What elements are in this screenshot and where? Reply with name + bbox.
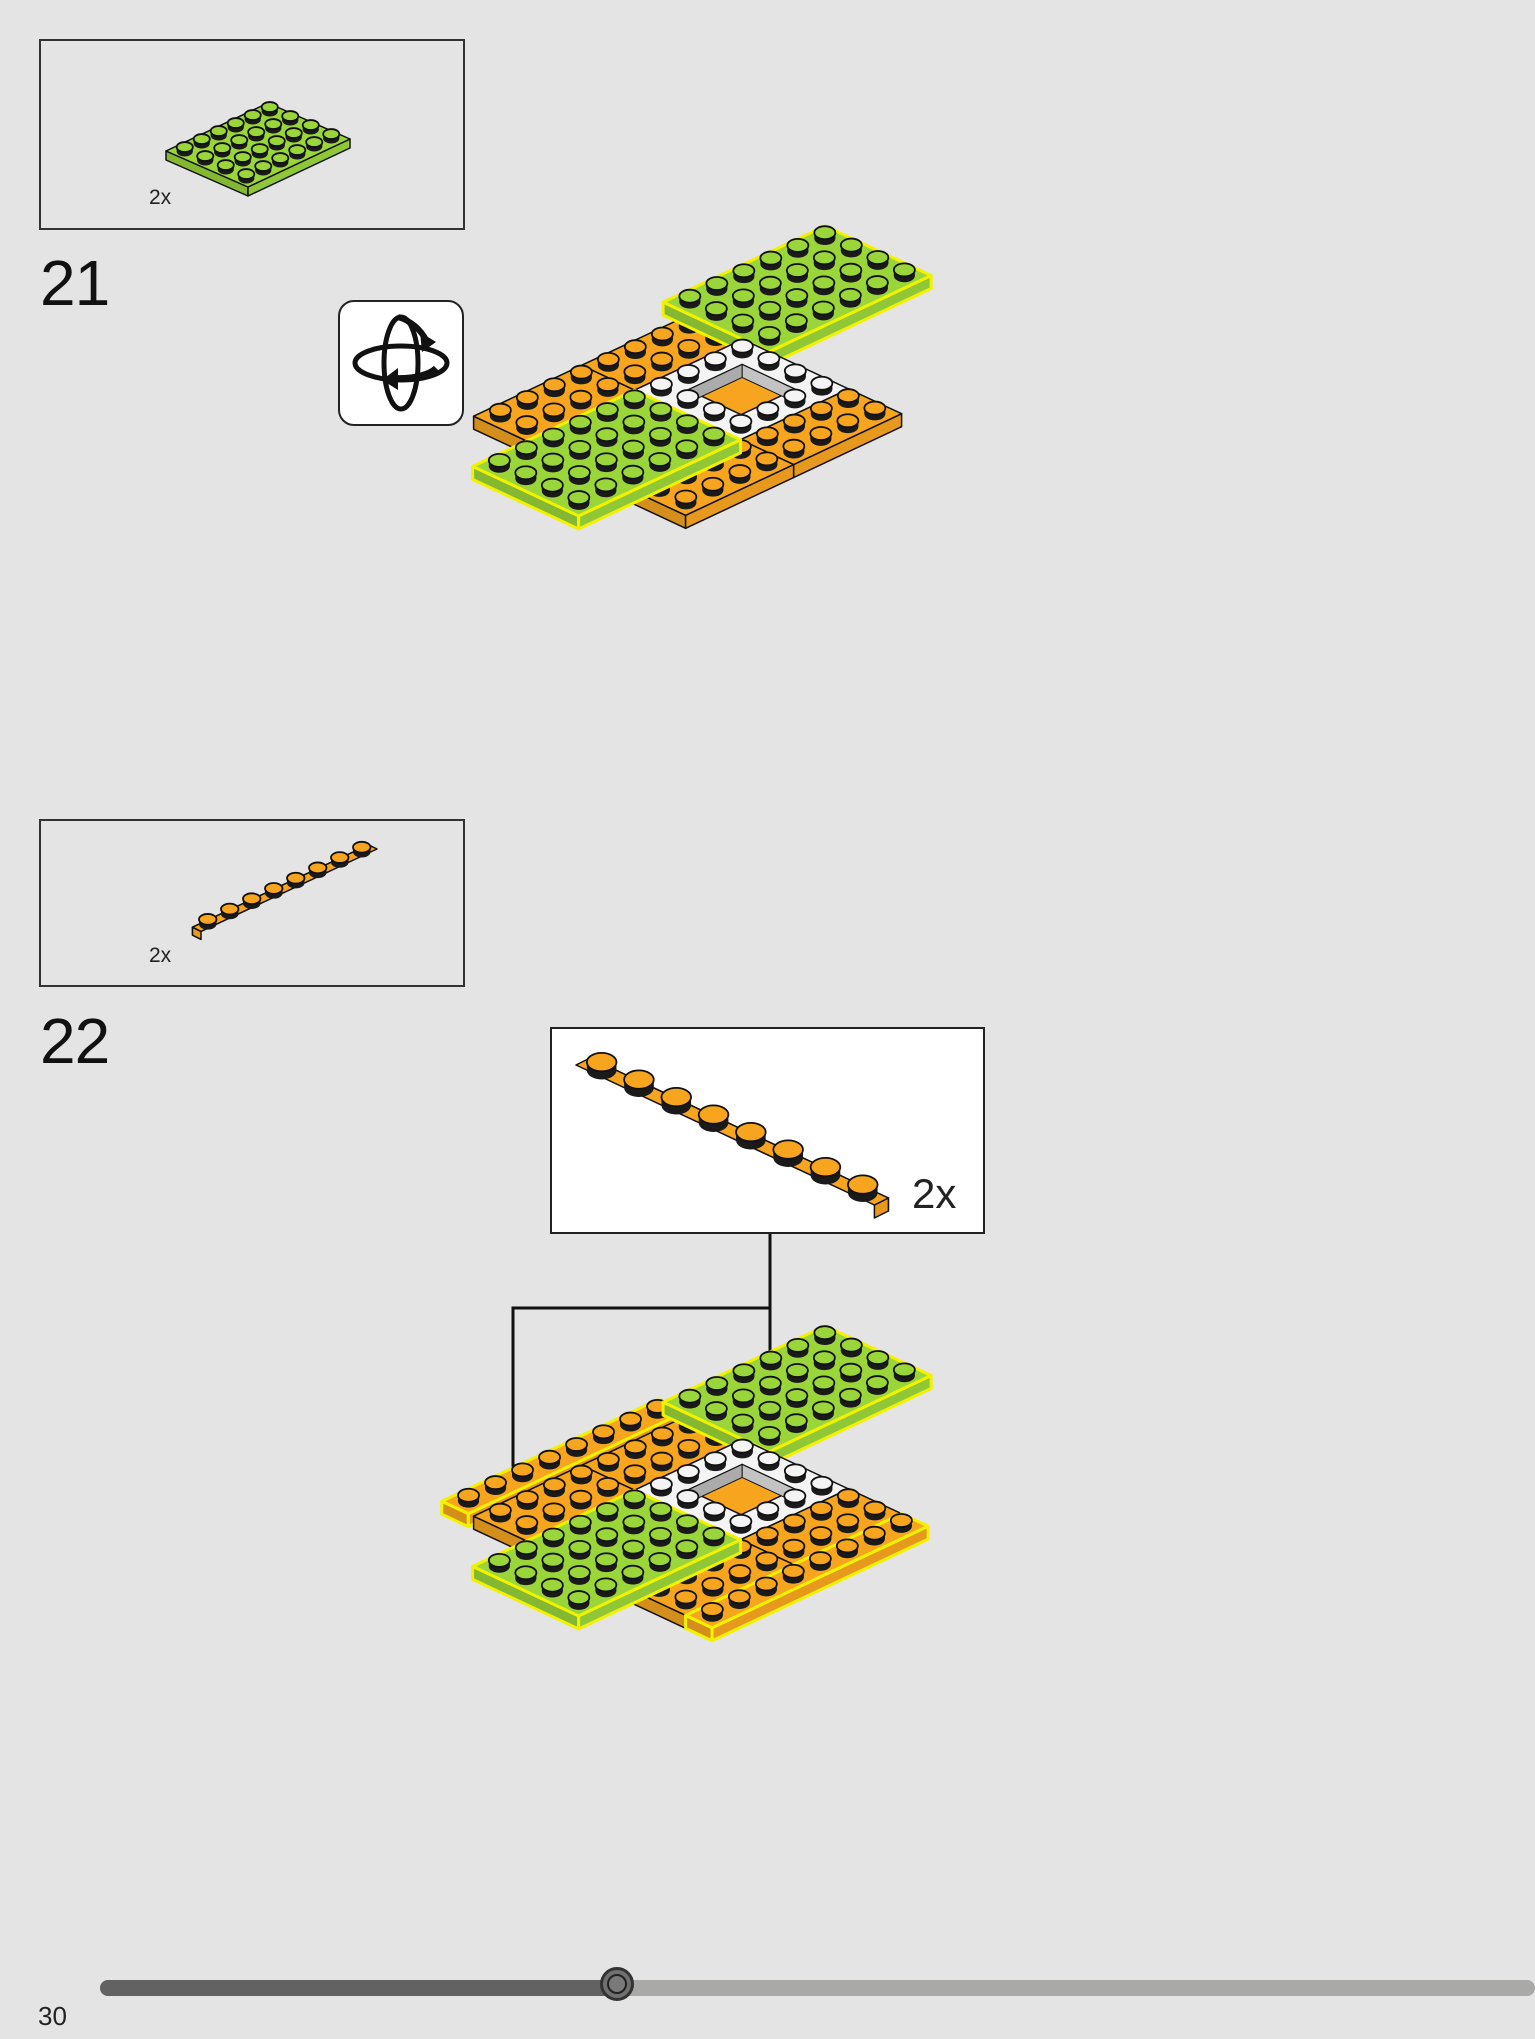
sub-assembly-quantity: 2x [912,1170,957,1217]
lime-4x6-plate-left [471,388,743,531]
lime-4x6-plate-right [661,1324,933,1467]
lime-4x6-plate-part-icon [165,101,351,197]
parts-quantity-step-21: 2x [149,186,172,209]
step-number-22: 22 [40,1005,110,1077]
orange-1x8-plate [191,840,378,941]
orange-1x8-plate-added-front [684,1512,930,1643]
orange-1x8-plate-part-icon [191,840,378,941]
page-progress-handle[interactable] [599,1967,634,2001]
parts-quantity-step-22: 2x [149,944,172,967]
orange-1x8-plate-callout [575,1051,890,1219]
page-progress-fill [100,1980,617,1996]
step-number-21: 21 [40,247,110,319]
parts-list-box-step-22: 2x [39,819,465,987]
parts-list-box-step-21: 2x [39,39,465,230]
lime-4x6-plate-left [471,1488,743,1631]
rotate-model-button[interactable] [338,300,464,426]
rotate-model-icon [352,314,450,412]
page-number: 30 [38,2001,67,2031]
page-progress-slider[interactable] [100,1967,1535,2001]
lime-4x6-plate [165,101,351,197]
sub-assembly-callout-box [550,1027,985,1234]
step-21-model-illustration [471,224,933,531]
lime-4x6-plate-right [661,224,933,367]
orange-1x8-plate-callout-icon [575,1051,890,1219]
